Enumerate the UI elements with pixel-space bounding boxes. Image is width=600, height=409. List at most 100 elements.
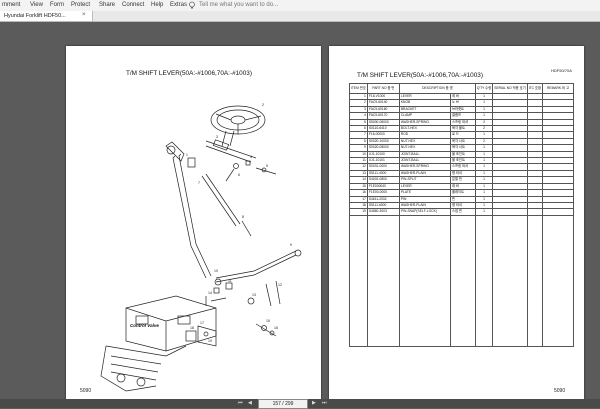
cell-description-en: WASHER-PLAIN [398, 169, 451, 178]
cell-description-en: NUT-HEX [398, 144, 451, 152]
cell-description-en: NUT-HEX [398, 137, 451, 146]
cell-qty: 1 [474, 92, 494, 101]
menu-connect[interactable]: Connect [122, 2, 145, 8]
empty-cell [398, 214, 451, 347]
first-page-icon[interactable]: ⏮ [238, 400, 243, 406]
cell-description-en: ROD [398, 131, 451, 139]
left-page: T/M SHIFT LEVER(50A:-#1006,70A:-#1003) [66, 46, 321, 402]
cell-remark [542, 169, 574, 178]
cell-itc [526, 150, 544, 159]
cell-remark [542, 163, 574, 171]
prev-page-icon[interactable]: ◀ [248, 400, 252, 406]
cell-description-en: WASHER-SPRING [398, 163, 451, 171]
tab-bar: Hyundai Forklift HDF50... × [0, 11, 600, 22]
document-viewer[interactable]: T/M SHIFT LEVER(50A:-#1006,70A:-#1003) [0, 22, 600, 408]
cell-remark [542, 124, 574, 133]
menu-view[interactable]: View [30, 2, 43, 8]
last-page-icon[interactable]: ⏭ [322, 400, 327, 406]
svg-text:9: 9 [290, 243, 292, 247]
cell-itc [526, 144, 544, 152]
cell-description-en: JOINT-BALL [398, 157, 451, 165]
table-header-row: ITEM 번호 PART NO 품 번 DESCRIPTION 품 명 Q'TY… [349, 83, 574, 94]
cell-remark [542, 157, 574, 165]
cell-itc [526, 195, 544, 203]
lightbulb-icon [189, 1, 195, 9]
cell-itc [526, 182, 544, 191]
cell-remark [542, 182, 574, 191]
cell-itc [526, 131, 544, 139]
cell-qty: 1 [474, 150, 494, 159]
menu-protect[interactable]: Protect [71, 2, 91, 8]
cell-remark [542, 195, 574, 203]
cell-qty: 1 [474, 189, 494, 197]
cell-description-en: PIN-SNAP(SELF-LOCK) [398, 208, 451, 216]
cell-qty: 1 [474, 169, 494, 178]
svg-text:19: 19 [208, 339, 212, 343]
empty-cell [366, 214, 400, 347]
right-page: HDF50/70A T/M SHIFT LEVER(50A:-#1006,70A… [329, 46, 584, 402]
svg-text:12: 12 [278, 283, 282, 287]
cell-remark [542, 131, 574, 139]
header-remark: REMARK 비 고 [542, 83, 574, 94]
cell-qty: 1 [474, 208, 494, 216]
svg-text:11: 11 [228, 279, 232, 283]
svg-text:13: 13 [252, 293, 256, 297]
cell-qty: 1 [474, 182, 494, 191]
cell-description-en: JOINT-BALL [398, 150, 451, 159]
empty-cell [542, 214, 574, 347]
cell-qty: 1 [474, 131, 494, 139]
cell-qty: 1 [474, 112, 494, 120]
control-valve-label: Control Valve [130, 323, 159, 328]
search-input[interactable]: Tell me what you want to do... [199, 2, 279, 8]
svg-text:2: 2 [262, 103, 264, 107]
empty-cell [474, 214, 494, 347]
menu-extras[interactable]: Extras [170, 2, 188, 8]
header-part-no: PART NO 품 번 [366, 83, 400, 94]
cell-qty: 2 [474, 118, 494, 127]
cell-itc [526, 169, 544, 178]
svg-text:8: 8 [242, 215, 244, 219]
cell-description-en: PIN [398, 195, 451, 203]
cell-itc [526, 163, 544, 171]
cell-itc [526, 201, 544, 210]
svg-text:3: 3 [216, 135, 218, 139]
empty-cell [349, 214, 368, 347]
svg-text:7: 7 [198, 181, 200, 185]
menu-share[interactable]: Share [99, 2, 116, 8]
document-tab[interactable]: Hyundai Forklift HDF50... × [0, 11, 93, 21]
empty-cell [492, 214, 528, 347]
cell-remark [542, 189, 574, 197]
cell-qty: 1 [474, 144, 494, 152]
close-icon[interactable]: × [82, 12, 86, 18]
cell-qty: 1 [474, 105, 494, 114]
cell-remark [542, 137, 574, 146]
cell-qty: 1 [474, 157, 494, 165]
svg-text:1: 1 [186, 153, 188, 157]
next-page-icon[interactable]: ▶ [312, 400, 316, 406]
left-page-title: T/M SHIFT LEVER(50A:-#1006,70A:-#1003) [126, 70, 252, 77]
svg-text:6: 6 [238, 173, 240, 177]
left-page-number: 5090 [80, 388, 92, 394]
cell-description-en: PLATE [398, 189, 451, 197]
empty-cell [526, 214, 544, 347]
header-description: DESCRIPTION 품 명 [398, 83, 476, 94]
cell-itc [526, 137, 544, 146]
menu-comment[interactable]: mment [2, 2, 21, 8]
menu-help[interactable]: Help [151, 2, 164, 8]
svg-text:10: 10 [214, 269, 218, 273]
cell-description-en: PIN-SPLIT [398, 176, 451, 184]
menu-form[interactable]: Form [50, 2, 64, 8]
right-page-number: 5090 [554, 388, 566, 394]
cell-itc [526, 189, 544, 197]
cell-qty: 1 [474, 176, 494, 184]
